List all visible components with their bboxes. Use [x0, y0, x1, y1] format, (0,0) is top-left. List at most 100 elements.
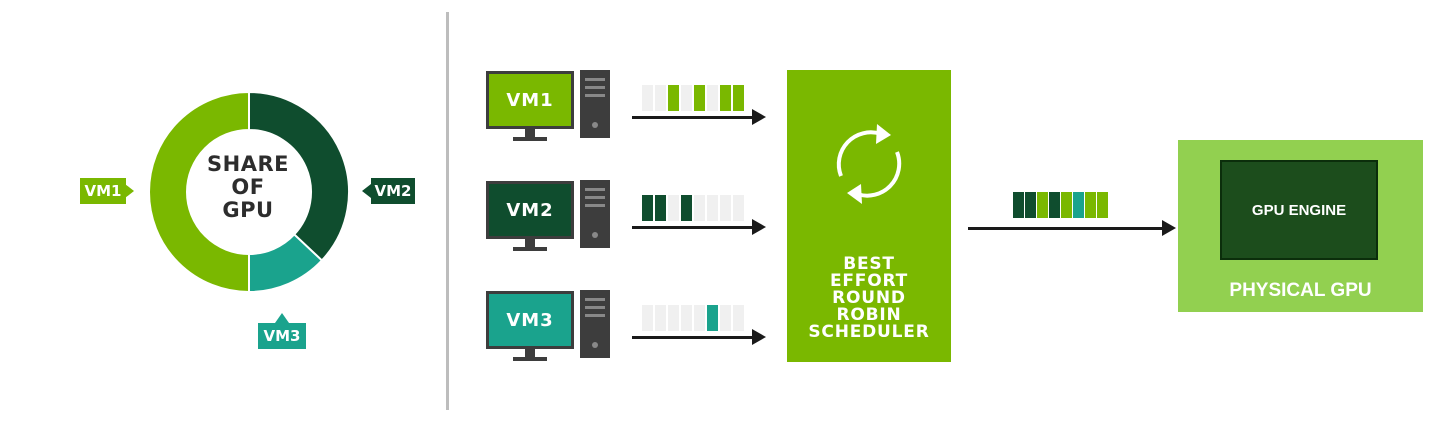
vm3-tag-pointer-icon: [275, 313, 289, 323]
vm1-tag-label: VM1: [84, 182, 122, 200]
scheduler-line-1: BEST: [843, 254, 895, 274]
donut-center-line-2: OF: [231, 174, 265, 199]
queue-block: [720, 85, 731, 111]
vm1-tag-pointer-icon: [125, 184, 134, 198]
drive-slot: [585, 298, 605, 301]
vm-work-queue: [642, 85, 744, 111]
monitor-stand: [525, 239, 535, 249]
drive-slot: [585, 86, 605, 89]
section-divider: [446, 12, 449, 410]
vm-arrow-line: [632, 116, 754, 119]
power-button: [592, 122, 598, 128]
scheduler-label: BEST EFFORT ROUND ROBIN SCHEDULER: [787, 256, 951, 341]
queue-block: [681, 305, 692, 331]
monitor-base: [513, 247, 547, 251]
drive-slot: [585, 196, 605, 199]
scheduler-line-5: SCHEDULER: [808, 322, 930, 342]
vm-arrow-line: [632, 336, 754, 339]
desktop-computer-icon: [580, 70, 610, 138]
monitor-stand: [525, 349, 535, 359]
refresh-icon: [836, 124, 902, 204]
vm-arrowhead-icon: [752, 329, 766, 345]
drive-slot: [585, 306, 605, 309]
queue-block: [655, 85, 666, 111]
output-arrowhead-icon: [1162, 220, 1176, 236]
vm-arrowhead-icon: [752, 109, 766, 125]
queue-block: [733, 85, 744, 111]
queue-block: [707, 85, 718, 111]
desktop-computer-icon: [580, 290, 610, 358]
queue-block: [655, 195, 666, 221]
vm-work-queue: [642, 195, 744, 221]
queue-block: [1073, 192, 1084, 218]
donut-center-label: SHARE OF GPU: [186, 128, 310, 246]
scheduled-work-queue: [1013, 192, 1108, 218]
desktop-computer-icon: [580, 180, 610, 248]
vm3-share-tag: VM3: [258, 323, 306, 349]
vm-monitor: VM2: [486, 181, 574, 239]
queue-block: [1085, 192, 1096, 218]
queue-block: [1013, 192, 1024, 218]
drive-slot: [585, 188, 605, 191]
queue-block: [694, 195, 705, 221]
physical-gpu-label: PHYSICAL GPU: [1229, 280, 1372, 301]
power-button: [592, 342, 598, 348]
queue-block: [1061, 192, 1072, 218]
queue-block: [720, 305, 731, 331]
vm-monitor: VM1: [486, 71, 574, 129]
scheduler-line-2: EFFORT: [829, 271, 908, 291]
scheduler-line-4: ROBIN: [836, 305, 902, 325]
queue-block: [668, 85, 679, 111]
vm3-tag-label: VM3: [263, 327, 301, 345]
vm-label: VM2: [506, 199, 554, 221]
donut-segment-vm1: [148, 90, 250, 294]
queue-block: [1049, 192, 1060, 218]
monitor-base: [513, 357, 547, 361]
queue-block: [642, 195, 653, 221]
vm-arrowhead-icon: [752, 219, 766, 235]
queue-block: [668, 195, 679, 221]
queue-block: [681, 195, 692, 221]
queue-block: [694, 305, 705, 331]
output-arrow-line: [968, 227, 1164, 230]
vm-label: VM1: [506, 89, 554, 111]
donut-segment-vm2: [248, 90, 350, 262]
power-button: [592, 232, 598, 238]
drive-slot: [585, 314, 605, 317]
queue-block: [733, 305, 744, 331]
vm2-share-tag: VM2: [371, 178, 415, 204]
vm2-tag-pointer-icon: [362, 184, 371, 198]
queue-block: [1097, 192, 1108, 218]
drive-slot: [585, 78, 605, 81]
vm-work-queue: [642, 305, 744, 331]
vm-monitor: VM3: [486, 291, 574, 349]
round-robin-scheduler: BEST EFFORT ROUND ROBIN SCHEDULER: [787, 70, 951, 362]
queue-block: [694, 85, 705, 111]
gpu-engine-label: GPU ENGINE: [1251, 201, 1347, 219]
queue-block: [642, 85, 653, 111]
donut-center-line-3: GPU: [222, 197, 274, 222]
queue-block: [655, 305, 666, 331]
queue-block: [681, 85, 692, 111]
physical-gpu: GPU ENGINE PHYSICAL GPU: [1178, 140, 1423, 312]
gpu-share-donut: [148, 90, 350, 294]
queue-block: [707, 305, 718, 331]
vm2-tag-label: VM2: [374, 182, 412, 200]
monitor-stand: [525, 129, 535, 139]
drive-slot: [585, 94, 605, 97]
vm-label: VM3: [506, 309, 554, 331]
queue-block: [1037, 192, 1048, 218]
donut-center-line-1: SHARE: [207, 151, 289, 176]
queue-block: [720, 195, 731, 221]
queue-block: [1025, 192, 1036, 218]
queue-block: [707, 195, 718, 221]
vm-arrow-line: [632, 226, 754, 229]
drive-slot: [585, 204, 605, 207]
gpu-engine: GPU ENGINE: [1220, 160, 1378, 260]
scheduler-line-3: ROUND: [832, 288, 906, 308]
monitor-base: [513, 137, 547, 141]
vm1-share-tag: VM1: [80, 178, 126, 204]
queue-block: [642, 305, 653, 331]
queue-block: [668, 305, 679, 331]
queue-block: [733, 195, 744, 221]
